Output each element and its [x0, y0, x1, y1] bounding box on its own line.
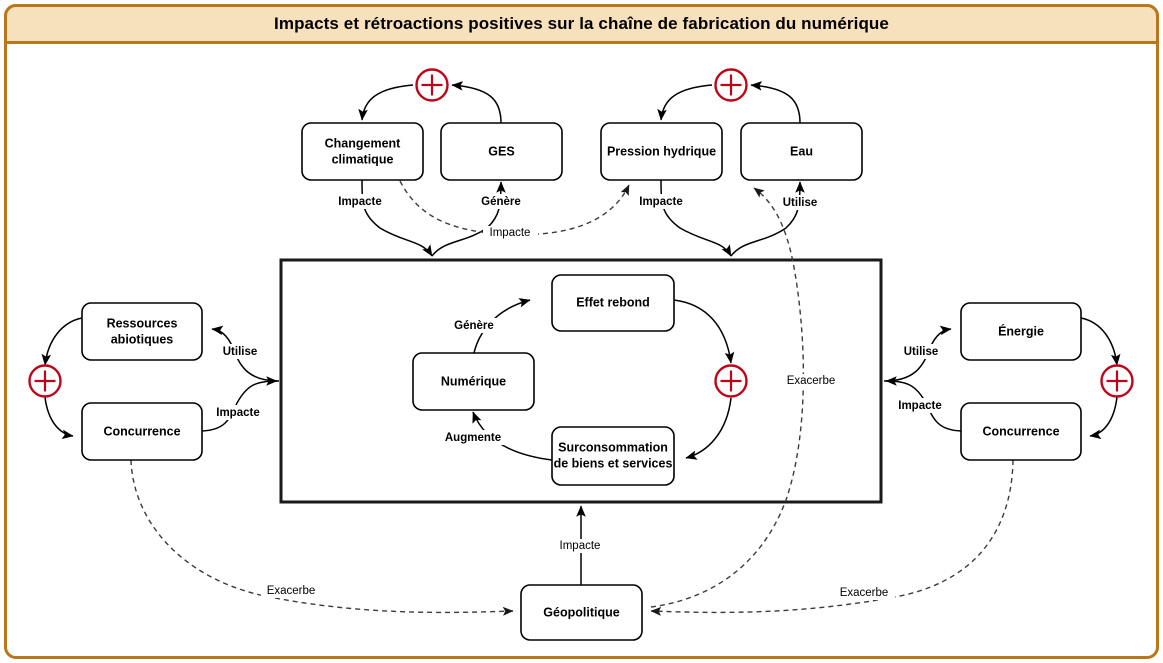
node-label-concurrence-droite: Concurrence	[982, 424, 1059, 438]
edge-ressources-abiotiques-to-plus-left	[41, 317, 83, 366]
edge-label-utilise-gauche: Utilise	[217, 344, 264, 359]
svg-text:Exacerbe: Exacerbe	[787, 375, 836, 387]
svg-text:Utilise: Utilise	[783, 197, 818, 209]
plus-icon-center	[714, 364, 748, 398]
edge-eau-to-plus-topright	[750, 81, 801, 124]
node-label-ressources-abiotiques-line2: abiotiques	[111, 332, 174, 346]
node-pression-hydrique[interactable]: Pression hydrique	[600, 122, 723, 181]
node-label-surconsommation-line2: de biens et services	[554, 456, 673, 470]
edge-changement-climatique-impacte-system	[361, 179, 433, 257]
svg-text:Impacte: Impacte	[898, 400, 941, 412]
plus-icon-top-right	[714, 68, 748, 102]
node-surconsommation[interactable]: Surconsommation de biens et services	[551, 426, 675, 486]
edge-plus-center-to-surconsommation	[685, 397, 732, 460]
svg-text:Impacte: Impacte	[216, 407, 259, 419]
node-label-changement-climatique-line1: Changement	[325, 136, 402, 150]
edge-plus-left-to-concurrence-gauche	[44, 396, 74, 440]
title-bar: Impacts et rétroactions positives sur la…	[4, 4, 1159, 44]
edge-label-impacte-pression-hydrique: Impacte	[632, 194, 690, 209]
edge-concurrence-gauche-exacerbe-geopolitique	[130, 459, 514, 616]
node-geopolitique[interactable]: Géopolitique	[520, 584, 643, 641]
edge-label-utilise-droite: Utilise	[898, 344, 945, 359]
edge-system-utilise-eau	[730, 181, 805, 257]
edge-system-genere-ges	[431, 181, 506, 257]
node-effet-rebond[interactable]: Effet rebond	[551, 274, 675, 332]
edge-label-exacerbe-gauche: Exacerbe	[261, 584, 322, 598]
node-label-eau: Eau	[790, 144, 813, 158]
node-label-ges: GES	[488, 144, 514, 158]
svg-text:Augmente: Augmente	[445, 432, 501, 444]
edge-concurrence-gauche-impacte-system	[201, 376, 278, 432]
edge-effet-rebond-to-plus-center	[673, 299, 735, 364]
edge-label-augmente-interne: Augmente	[438, 430, 508, 445]
edge-label-impacte-droite: Impacte	[891, 398, 949, 413]
svg-text:Impacte: Impacte	[338, 196, 381, 208]
node-ges[interactable]: GES	[440, 122, 563, 181]
system-boundary	[279, 258, 883, 504]
node-changement-climatique[interactable]: Changement climatique	[301, 122, 424, 181]
svg-text:Impacte: Impacte	[639, 196, 682, 208]
node-ressources-abiotiques[interactable]: Ressources abiotiques	[81, 302, 203, 361]
node-label-geopolitique: Géopolitique	[543, 605, 619, 619]
node-label-surconsommation-line1: Surconsommation	[558, 440, 668, 454]
node-label-energie: Énergie	[998, 323, 1044, 338]
edge-plus-topright-to-pression-hydrique	[657, 84, 713, 121]
node-label-numerique: Numérique	[441, 374, 506, 388]
edge-plus-topleft-to-changement-climatique	[358, 84, 414, 121]
svg-text:Génère: Génère	[454, 320, 494, 332]
svg-text:Génère: Génère	[481, 196, 521, 208]
svg-text:Utilise: Utilise	[223, 346, 258, 358]
node-label-effet-rebond: Effet rebond	[576, 295, 650, 309]
node-label-changement-climatique-line2: climatique	[332, 152, 394, 166]
svg-text:Impacte: Impacte	[490, 227, 531, 239]
edge-label-impacte-cc-to-ph: Impacte	[483, 226, 538, 240]
edge-label-impacte-gauche: Impacte	[209, 405, 267, 420]
node-label-ressources-abiotiques-line1: Ressources	[107, 316, 178, 330]
edge-label-genere-ges: Génère	[475, 194, 528, 209]
node-concurrence-gauche[interactable]: Concurrence	[81, 402, 203, 461]
plus-icon-top-left	[415, 68, 449, 102]
svg-text:Impacte: Impacte	[560, 540, 601, 552]
plus-icon-right	[1100, 364, 1134, 398]
node-numerique[interactable]: Numérique	[412, 352, 535, 411]
edge-pression-hydrique-impacte-system	[660, 179, 732, 257]
edge-label-utilise-eau: Utilise	[777, 195, 824, 210]
edge-energie-to-plus-right	[1080, 317, 1121, 366]
svg-text:Exacerbe: Exacerbe	[840, 587, 889, 599]
plus-icon-left	[28, 364, 62, 398]
node-eau[interactable]: Eau	[740, 122, 863, 181]
node-label-pression-hydrique: Pression hydrique	[607, 144, 716, 158]
svg-text:Utilise: Utilise	[904, 346, 939, 358]
edge-label-impacte-geopolitique: Impacte	[553, 539, 608, 553]
edge-concurrence-droite-exacerbe-geopolitique	[650, 459, 1014, 616]
node-concurrence-droite[interactable]: Concurrence	[960, 402, 1082, 461]
page-title: Impacts et rétroactions positives sur la…	[274, 14, 889, 33]
edge-label-exacerbe-droite: Exacerbe	[834, 586, 895, 600]
edge-plus-right-to-concurrence-droite	[1089, 396, 1118, 440]
edge-label-genere-interne: Génère	[448, 318, 501, 333]
svg-text:Exacerbe: Exacerbe	[267, 585, 316, 597]
edge-geopolitique-exacerbe-pression-hydrique	[650, 187, 805, 608]
node-energie[interactable]: Énergie	[960, 302, 1082, 361]
edge-ges-to-plus-topleft	[451, 81, 502, 124]
node-label-concurrence-gauche: Concurrence	[103, 424, 180, 438]
edge-label-impacte-changement-climatique: Impacte	[331, 194, 389, 209]
edge-label-exacerbe-centre: Exacerbe	[781, 374, 842, 388]
